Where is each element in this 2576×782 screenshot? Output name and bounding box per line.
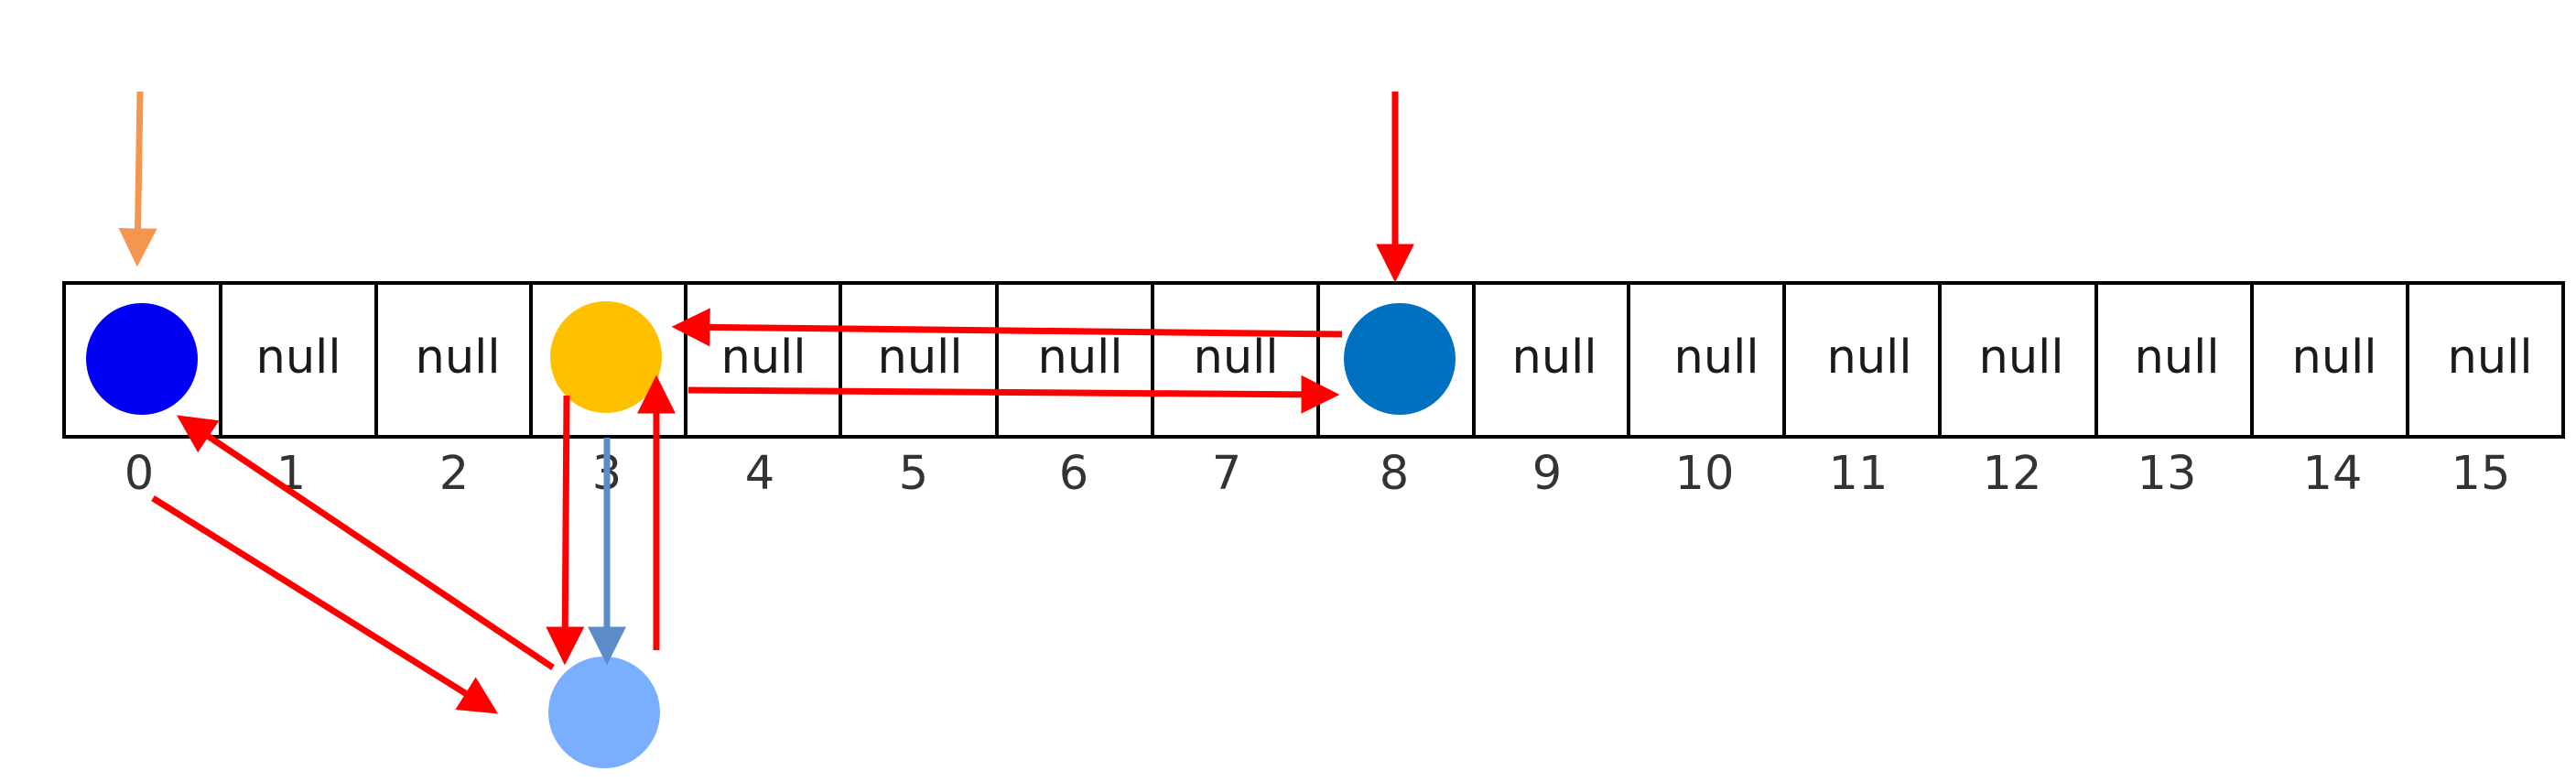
cell-value: null xyxy=(416,331,501,385)
cell-value: null xyxy=(1194,331,1279,385)
cell-value: null xyxy=(1674,331,1759,385)
link-arrow xyxy=(671,308,1343,347)
index-label: 10 xyxy=(1675,447,1735,501)
link-arrow xyxy=(177,415,555,670)
node-light-blue xyxy=(548,657,660,768)
index-label: 13 xyxy=(2138,447,2197,501)
cell-value: null xyxy=(2292,331,2377,385)
cell-value: null xyxy=(2135,331,2220,385)
index-label: 14 xyxy=(2303,447,2363,501)
index-label: 5 xyxy=(899,447,928,501)
cell-value: null xyxy=(721,331,806,385)
index-label: 9 xyxy=(1532,447,1562,501)
index-label: 12 xyxy=(1983,447,2042,501)
index-labels: 0 1 2 3 4 5 6 7 8 9 10 11 12 13 14 15 xyxy=(124,447,2511,501)
node-mid-blue xyxy=(1344,303,1456,415)
node-blue xyxy=(86,303,198,415)
index-label: 11 xyxy=(1829,447,1889,501)
cell-value: null xyxy=(256,331,341,385)
index-label: 15 xyxy=(2452,447,2511,501)
index-label: 6 xyxy=(1059,447,1088,501)
cell-value: null xyxy=(1038,331,1123,385)
link-arrow xyxy=(151,495,499,714)
link-arrow xyxy=(546,395,585,666)
cell-value: null xyxy=(1827,331,1912,385)
cell-value: null xyxy=(878,331,963,385)
head-pointer-arrow xyxy=(118,91,157,267)
index-label: 0 xyxy=(124,447,154,501)
link-arrow xyxy=(687,375,1340,414)
node-yellow xyxy=(550,301,662,413)
cell-values: null null null null null null null null … xyxy=(256,331,2533,385)
index-label: 4 xyxy=(745,447,774,501)
index-label: 7 xyxy=(1212,447,1241,501)
index-label: 2 xyxy=(439,447,469,501)
cell-value: null xyxy=(1512,331,1597,385)
cell-value: null xyxy=(1979,331,2064,385)
cell-value: null xyxy=(2448,331,2533,385)
index-label: 8 xyxy=(1380,447,1409,501)
